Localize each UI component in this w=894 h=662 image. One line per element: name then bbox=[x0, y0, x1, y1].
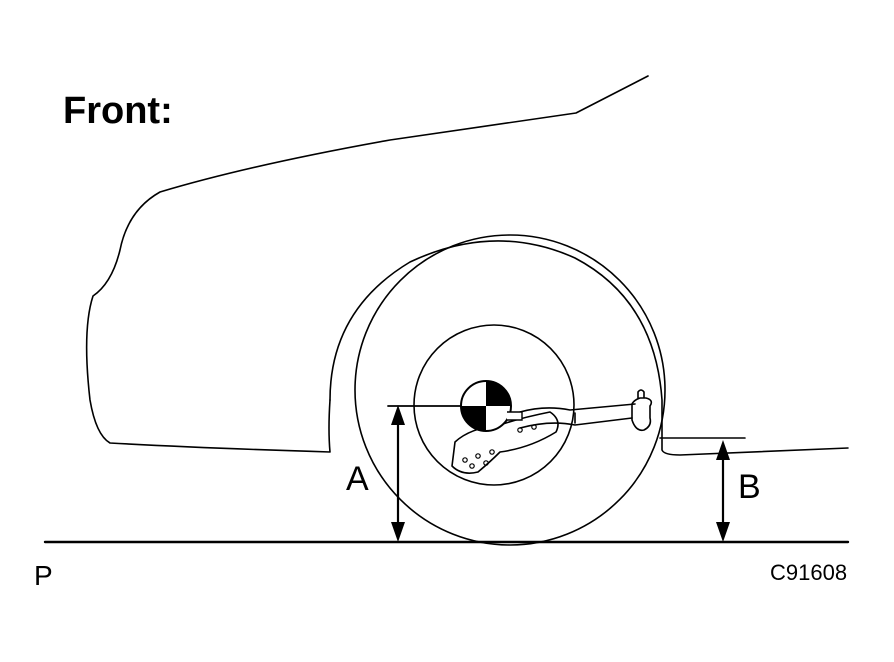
dimension-b-label: B bbox=[738, 468, 761, 506]
figure-code: C91608 bbox=[770, 560, 848, 585]
ground-label: P bbox=[34, 560, 53, 591]
car-body-outline bbox=[85, 75, 649, 453]
dimension-a-arrow-top bbox=[391, 405, 405, 425]
wheel-rim bbox=[413, 324, 575, 486]
tire-outer bbox=[354, 234, 666, 546]
knuckle-holes bbox=[462, 424, 537, 469]
dimension-b-arrow-bottom bbox=[716, 522, 730, 542]
dimension-a-arrow-bottom bbox=[391, 522, 405, 542]
fender-arch bbox=[329, 240, 849, 456]
arm-bushing bbox=[631, 389, 653, 432]
dimension-b-arrow-top bbox=[716, 440, 730, 460]
hub-center-mark bbox=[460, 380, 523, 432]
diagram-title: Front: bbox=[63, 90, 173, 132]
dimension-a-label: A bbox=[346, 460, 369, 498]
lower-arm bbox=[519, 403, 636, 429]
